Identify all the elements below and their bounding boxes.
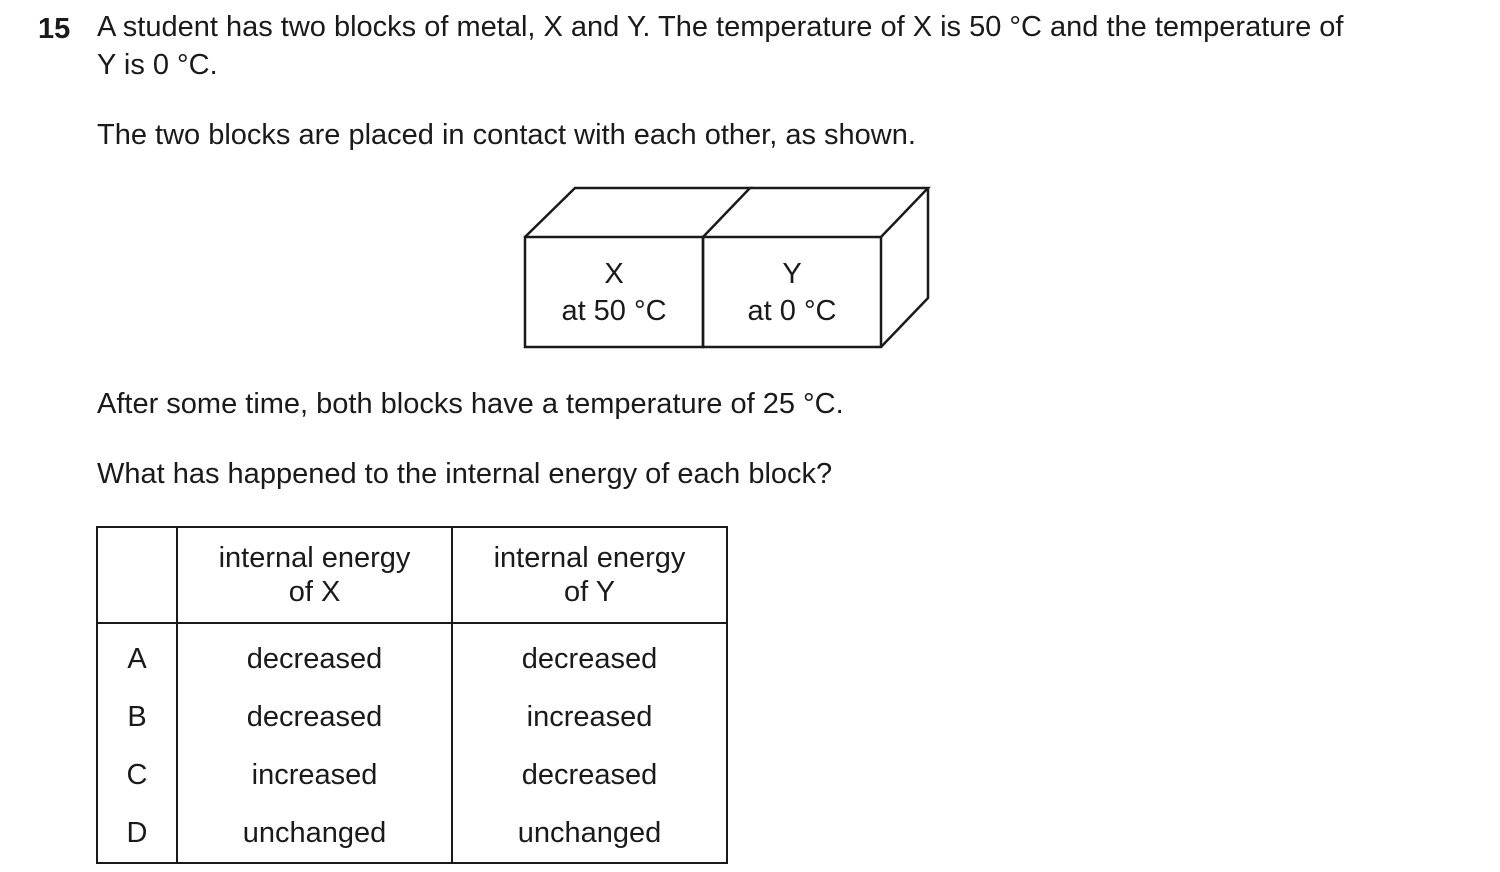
block-x-top [524,186,753,238]
option-x-value: unchanged [176,804,453,864]
block-x-temperature: at 50 °C [561,295,667,327]
block-y-side [880,188,930,348]
header-y-line-1: internal energy [493,542,686,574]
table-header-row: internal energy of X internal energy of … [96,526,728,624]
block-y-top [750,186,931,238]
block-y-temperature: at 0 °C [747,295,837,327]
option-row-d[interactable]: D unchanged unchanged [96,804,728,864]
question-prompt: What has happened to the internal energy… [97,458,833,490]
intro-text-line-1: A student has two blocks of metal, X and… [97,11,1344,43]
header-x-line-2: of X [288,576,341,608]
block-y-front [701,235,883,349]
option-x-value: increased [176,746,453,804]
option-y-value: increased [451,688,728,746]
header-y-line-2: of Y [563,576,616,608]
header-x: internal energy of X [176,526,453,624]
block-x-front [523,235,705,349]
option-y-value: decreased [451,746,728,804]
option-letter: C [96,746,178,804]
option-x-value: decreased [176,623,453,688]
header-y: internal energy of Y [451,526,728,624]
header-x-line-1: internal energy [218,542,411,574]
question-number: 15 [38,13,71,45]
intro-text-line-2: Y is 0 °C. [97,49,218,81]
option-letter: A [96,623,178,688]
option-letter: D [96,804,178,864]
option-x-value: decreased [176,688,453,746]
option-row-c[interactable]: C increased decreased [96,746,728,804]
block-x-name: X [604,258,624,290]
block-y-name: Y [782,258,802,290]
answer-table: internal energy of X internal energy of … [96,526,728,864]
contact-text: The two blocks are placed in contact wit… [97,119,916,151]
option-row-b[interactable]: B decreased increased [96,688,728,746]
option-y-value: unchanged [451,804,728,864]
header-letter [96,526,178,624]
option-row-a[interactable]: A decreased decreased [96,623,728,688]
option-letter: B [96,688,178,746]
after-text: After some time, both blocks have a temp… [97,388,844,420]
option-y-value: decreased [451,623,728,688]
